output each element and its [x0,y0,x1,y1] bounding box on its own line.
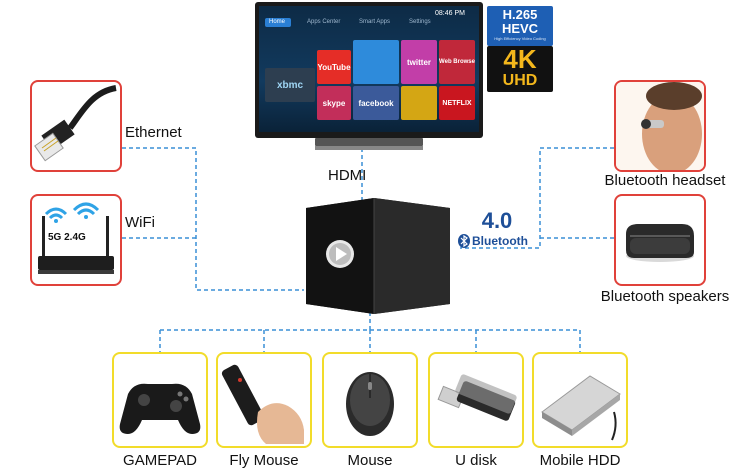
tile-netflix: NETFLIX [439,86,475,120]
gamepad-box [112,352,208,448]
u-disk-label: U disk [455,452,497,469]
ethernet-box [30,80,122,172]
bt-headset-label: Bluetooth headset [604,172,726,189]
tv-nav-apps-center: Apps Center [307,19,341,25]
uhd-4k: 4K [503,44,537,74]
uhd-label: UHD [502,72,538,89]
bluetooth-icon [458,234,470,248]
wifi-box: 5G 2.4G [30,194,122,286]
uhd-badge: 4K UHD [487,44,553,92]
ethernet-cable-icon [34,85,117,162]
tv-box-shape [306,198,450,314]
bluetooth-brand: Bluetooth [472,234,528,248]
ethernet-label: Ethernet [125,124,182,141]
wifi-label: WiFi [125,214,155,231]
wifi-router-icon [38,202,114,274]
hdd-icon [541,375,621,441]
hevc-label: HEVC [501,21,539,36]
tv-stand-base [315,146,423,150]
tv-nav-home: Home [269,19,286,25]
tile-popcorn [401,86,437,120]
gamepad-icon [119,383,201,434]
bluetooth-version: 4.0 [481,208,513,233]
hevc-badge: H.265 HEVC High Efficiency Video Coding [487,6,553,46]
mobile-hdd-box [532,352,628,448]
headset-person-icon [616,82,704,170]
mouse-box [322,352,418,448]
tv-clock: 08:46 PM [435,10,465,17]
tv-nav-smart-apps: Smart Apps [359,19,391,25]
tile-xbmc: xbmc [265,68,315,102]
u-disk-box [428,352,524,448]
tile-youtube: YouTube [317,50,351,84]
fly-mouse-label: Fly Mouse [229,452,299,469]
tile-globe [353,40,399,84]
mobile-hdd-label: Mobile HDD [539,452,621,469]
usb-drive-icon [437,374,517,421]
tv-stand [315,138,423,146]
remote-hand-icon [221,364,304,444]
ethernet-line [122,147,304,291]
bt-speakers-box [614,194,706,286]
tv-home-tab [265,18,291,27]
tv-screen: Home Apps Center Smart Apps Settings 08:… [259,6,479,132]
bluetooth-logo: 4.0 Bluetooth [458,208,538,252]
tile-facebook: facebook [353,86,399,120]
tile-twitter: twitter [401,40,437,84]
fly-mouse-box [216,352,312,448]
headset-line [460,147,614,249]
bt-speakers-label: Bluetooth speakers [600,288,730,305]
tile-web-browse: Web Browse [439,40,475,84]
tile-skype: skype [317,86,351,120]
tv-box [304,196,452,316]
tv-nav-settings: Settings [409,19,431,25]
mouse-label: Mouse [347,452,393,469]
mouse-icon [346,372,394,436]
hdmi-label: HDMI [328,167,367,184]
gamepad-label: GAMEPAD [123,452,197,469]
wifi-bands: 5G 2.4G [48,232,86,243]
tv-set: Home Apps Center Smart Apps Settings 08:… [255,2,483,154]
hevc-codec: H.265 [502,7,538,22]
bus-line [159,312,581,352]
bt-headset-box [614,80,706,172]
speaker-icon [626,224,694,262]
hevc-sub: High Efficiency Video Coding [494,36,546,41]
